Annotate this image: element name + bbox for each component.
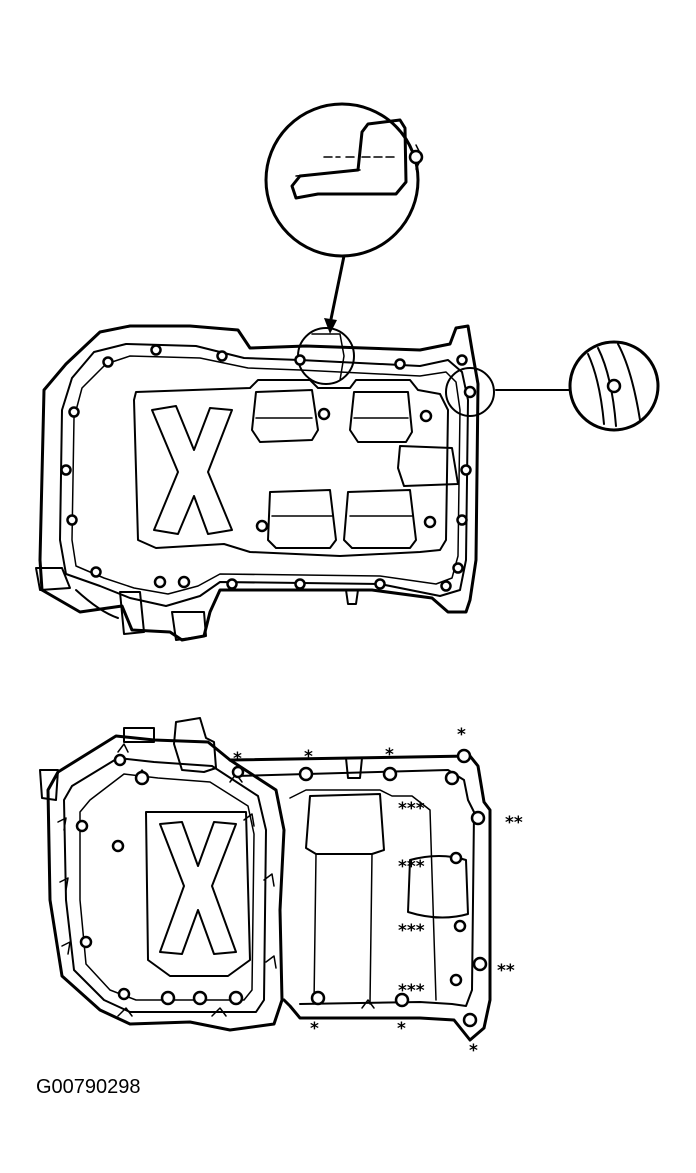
mark-single: * [310, 1019, 319, 1039]
mark-single: * [457, 725, 466, 745]
mark-triple: *** [398, 921, 425, 941]
mark-triple: *** [398, 981, 425, 1001]
bolt-marks: * * * * ** *** *** *** ** *** * * * [233, 725, 523, 1061]
detail-callout-top [264, 102, 424, 334]
mark-single: * [385, 745, 394, 765]
figure-code: G00790298 [36, 1076, 141, 1098]
mark-single: * [304, 747, 313, 767]
detail-callout-right [495, 340, 660, 432]
mark-single: * [233, 749, 242, 769]
mark-triple: *** [398, 857, 425, 877]
lower-oil-pan-view: * * * * ** *** *** *** ** *** * * * [39, 717, 523, 1061]
mark-single: * [397, 1019, 406, 1039]
mark-double: ** [505, 813, 523, 833]
mark-double: ** [497, 961, 515, 981]
mark-triple: *** [398, 799, 425, 819]
upper-oil-pan-view [35, 324, 495, 642]
mark-single: * [469, 1041, 478, 1061]
